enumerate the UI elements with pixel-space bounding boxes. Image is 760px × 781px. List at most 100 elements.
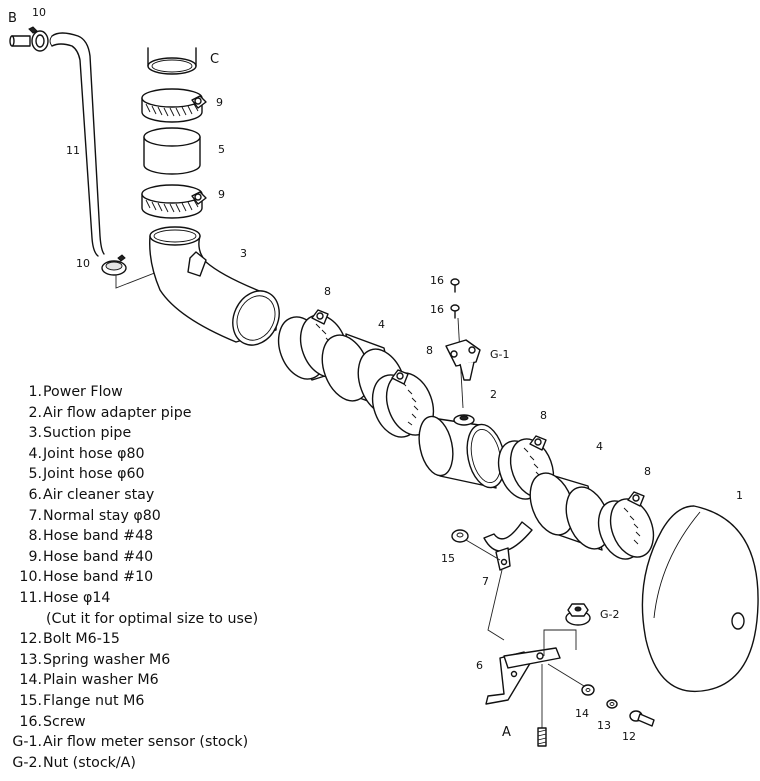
parts-list-number: 16. <box>19 713 42 730</box>
parts-list-item: 16.Screw <box>6 712 306 733</box>
parts-list-number: 3. <box>28 425 42 442</box>
hose-band-9-upper <box>141 88 207 123</box>
parts-list-item: 9.Hose band #40 <box>6 547 306 568</box>
parts-list-number: 15. <box>19 692 42 709</box>
callout-4-b: 4 <box>596 440 603 453</box>
callout-15: 15 <box>441 552 455 565</box>
parts-list-name: Hose band #10 <box>43 569 154 586</box>
callout-8-d: 8 <box>644 465 651 478</box>
plain-washer-14 <box>581 684 595 696</box>
parts-list-number: 10. <box>19 569 42 586</box>
parts-list-name: Joint hose φ60 <box>43 466 145 483</box>
callout-12: 12 <box>622 730 636 743</box>
leader-stay6-to-nutG2 <box>543 629 577 656</box>
callout-9-b: 9 <box>218 188 225 201</box>
parts-list-item: (Cut it for optimal size to use) <box>6 609 306 630</box>
callout-9-a: 9 <box>216 96 223 109</box>
callout-3: 3 <box>240 247 247 260</box>
parts-list-note: (Cut it for optimal size to use) <box>46 610 259 627</box>
parts-list-name: Power Flow <box>43 384 123 400</box>
parts-list-number: 12. <box>19 631 42 648</box>
parts-list-number: 9. <box>28 548 42 565</box>
normal-stay-7 <box>483 521 533 571</box>
nut-G2 <box>565 603 591 626</box>
parts-list-number: 13. <box>19 651 42 668</box>
joint-hose-5 <box>143 127 201 175</box>
callout-8-a: 8 <box>324 285 331 298</box>
air-flow-adapter-pipe-2 <box>418 414 506 489</box>
parts-list-name: Hose band #48 <box>43 528 154 545</box>
parts-list-item: 13.Spring washer M6 <box>6 650 306 671</box>
callout-6: 6 <box>476 659 483 672</box>
spring-washer-13 <box>606 699 618 709</box>
callout-8-b: 8 <box>426 344 433 357</box>
callout-C: C <box>210 52 219 67</box>
callout-2: 2 <box>490 388 497 401</box>
parts-list-name: Nut (stock/A) <box>43 754 136 771</box>
parts-list-number: 11. <box>19 589 42 606</box>
hose-band-10-top <box>28 26 49 52</box>
parts-list-number: 6. <box>28 486 42 503</box>
stud-A <box>537 727 547 747</box>
hose-11 <box>49 32 105 257</box>
joint-hose-4-b <box>529 472 611 551</box>
parts-list-number: 8. <box>28 528 42 545</box>
callout-8-c: 8 <box>540 409 547 422</box>
callout-10-bottom: 10 <box>76 257 90 270</box>
hose-band-10-bottom <box>101 254 127 276</box>
callout-16-a: 16 <box>430 274 444 287</box>
callout-14: 14 <box>575 707 589 720</box>
parts-list-name: Spring washer M6 <box>43 651 171 668</box>
parts-list-item: 12.Bolt M6-15 <box>6 629 306 650</box>
callout-G1: G-1 <box>490 348 510 361</box>
bolt-12 <box>629 710 655 727</box>
leader-nut15-to-stay7 <box>465 539 501 561</box>
air-cleaner-stay-6 <box>485 647 561 705</box>
parts-list-name: Suction pipe <box>43 425 132 442</box>
parts-list-item: 14.Plain washer M6 <box>6 670 306 691</box>
callout-G2: G-2 <box>600 608 620 621</box>
callout-B: B <box>8 11 17 26</box>
callout-5: 5 <box>218 143 225 156</box>
screw-16-lower <box>450 304 460 319</box>
parts-list-name: Plain washer M6 <box>43 672 159 689</box>
pipe-stub-B <box>9 35 31 47</box>
suction-pipe-3 <box>149 226 280 346</box>
parts-list-number: G-2. <box>12 754 42 771</box>
parts-list-item: 10.Hose band #10 <box>6 567 306 588</box>
callout-16-b: 16 <box>430 303 444 316</box>
parts-list-name: Flange nut M6 <box>43 692 145 709</box>
parts-list-item: 5.Joint hose φ60 <box>6 464 306 485</box>
parts-list-item: 11.Hose φ14 <box>6 588 306 609</box>
parts-list-item: G-1.Air flow meter sensor (stock) <box>6 732 306 753</box>
callout-11: 11 <box>66 144 80 157</box>
parts-list-number: 7. <box>28 507 42 524</box>
callout-7: 7 <box>482 575 489 588</box>
parts-list-item: 15.Flange nut M6 <box>6 691 306 712</box>
screw-16-upper <box>450 278 460 293</box>
parts-list-item: 3.Suction pipe <box>6 423 306 444</box>
parts-list-number: G-1. <box>12 734 42 751</box>
parts-list-item: 2.Air flow adapter pipe <box>6 403 306 424</box>
air-flow-meter-sensor-G1 <box>445 339 481 381</box>
parts-list-name: Hose band #40 <box>43 548 154 565</box>
hose-band-8-b <box>371 369 435 438</box>
parts-list-name: Air cleaner stay <box>43 486 155 503</box>
parts-list-item: G-2.Nut (stock/A) <box>6 753 306 774</box>
flange-nut-15 <box>451 529 469 543</box>
callout-10-top: 10 <box>32 6 46 19</box>
parts-list-number: 4. <box>28 445 42 462</box>
pipe-C-end <box>147 47 197 75</box>
parts-list-item: 7.Normal stay φ80 <box>6 506 306 527</box>
parts-list-name: Bolt M6-15 <box>43 631 120 648</box>
parts-list-number: 1. <box>28 384 42 400</box>
parts-list-name: Hose φ14 <box>43 589 111 606</box>
hose-band-9-lower <box>141 184 207 219</box>
leader-stay6-to-washers <box>547 663 585 687</box>
parts-list-number: 5. <box>28 466 42 483</box>
parts-list-name: Joint hose φ80 <box>43 445 145 462</box>
parts-list-number: 2. <box>28 404 42 421</box>
parts-list-item: 8.Hose band #48 <box>6 526 306 547</box>
callout-13: 13 <box>597 719 611 732</box>
